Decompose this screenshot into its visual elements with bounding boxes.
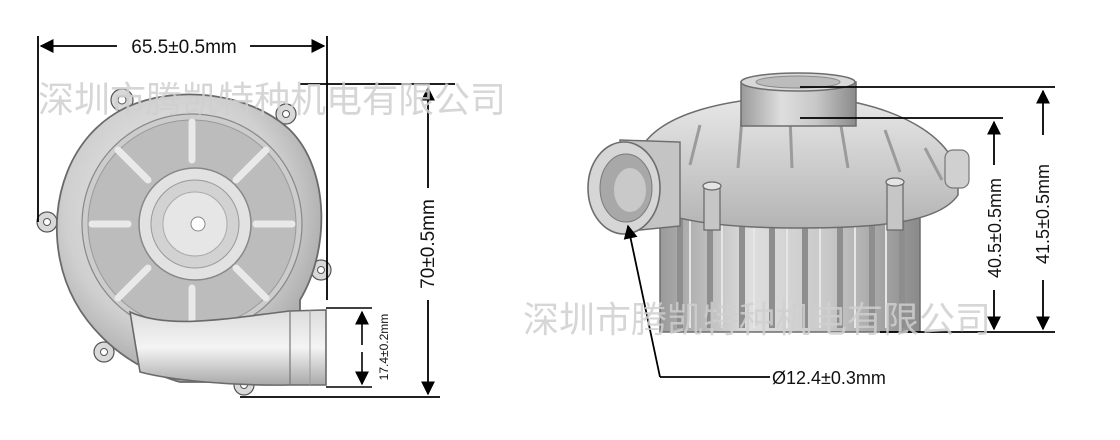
- mounting-posts: [702, 177, 905, 231]
- width-label: 65.5±0.5mm: [131, 37, 236, 58]
- blower-side-view: 41.5±0.5mm 40.5±0.5mm Ø12.4±0.3mm: [587, 72, 1055, 388]
- housing-ribs: [88, 118, 296, 329]
- width-dimension: [37, 36, 328, 300]
- outlet-pipe: [128, 309, 327, 386]
- total-height-dimension: [800, 86, 1055, 333]
- total-height-label: 41.5±0.5mm: [1033, 164, 1053, 264]
- inlet-diameter-label: Ø12.4±0.3mm: [772, 368, 886, 388]
- inner-height-label: 40.5±0.5mm: [985, 178, 1005, 278]
- outlet-label: 17.4±0.2mm: [377, 314, 391, 381]
- mounting-tabs: [36, 88, 332, 396]
- motor-fins: [677, 215, 905, 328]
- watermark-top: 深圳市腾凯特种机电有限公司: [38, 80, 506, 121]
- inner-height-dimension: [800, 117, 1003, 331]
- inlet-diameter-leader: [623, 224, 770, 378]
- outlet-dimension: [326, 307, 372, 388]
- watermark-bottom: 深圳市腾凯特种机电有限公司: [523, 300, 991, 341]
- height-label: 70±0.5mm: [418, 199, 439, 289]
- blower-top-view: 65.5±0.5mm 70±0.5mm 17.4±0.2mm: [36, 36, 455, 398]
- height-dimension: [240, 83, 455, 398]
- side-outlet: [587, 139, 681, 235]
